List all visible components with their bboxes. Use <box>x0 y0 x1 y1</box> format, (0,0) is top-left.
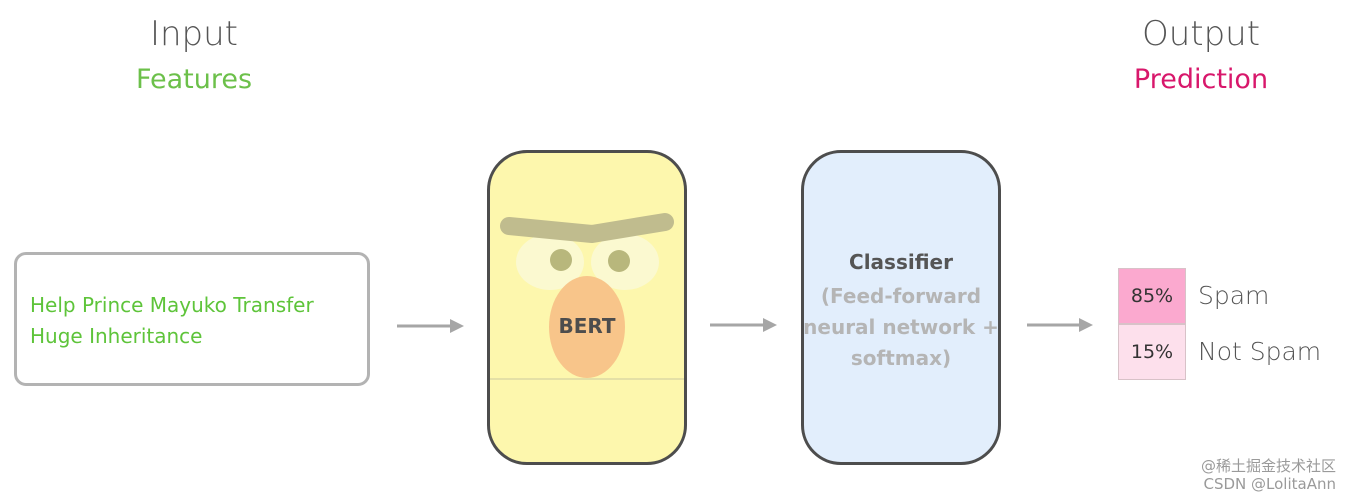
prediction-subheading: Prediction <box>1133 64 1269 95</box>
input-text-box <box>14 252 370 386</box>
not-spam-label: Not Spam <box>1198 337 1322 366</box>
classifier-subtitle-line-1: (Feed-forward <box>820 284 982 308</box>
classifier-box <box>801 150 1001 465</box>
watermark-line-1: @稀土掘金技术社区 <box>1200 457 1336 475</box>
input-text-line-1: Help Prince Mayuko Transfer <box>30 293 314 317</box>
bert-face-icon <box>490 213 684 380</box>
classifier-subtitle: (Feed-forward neural network + softmax) <box>801 281 1001 374</box>
unibrow <box>500 213 674 243</box>
watermark: @稀土掘金技术社区 CSDN @LolitaAnn <box>1201 457 1336 493</box>
right-pupil <box>608 250 630 272</box>
output-heading: Output <box>1141 14 1261 54</box>
input-heading: Input <box>149 14 239 54</box>
spam-label: Spam <box>1198 281 1270 310</box>
input-text: Help Prince Mayuko Transfer Huge Inherit… <box>30 290 370 352</box>
left-eye-white <box>516 234 584 290</box>
classifier-subtitle-line-2: neural network + <box>803 315 999 339</box>
arrow-bert-to-classifier <box>710 318 777 332</box>
features-subheading: Features <box>135 64 253 95</box>
arrow-classifier-to-output <box>1027 318 1093 332</box>
arrow-input-to-bert <box>397 319 464 333</box>
classifier-title: Classifier <box>849 250 953 274</box>
not-spam-probability-cell: 15% <box>1118 324 1186 380</box>
classifier-subtitle-line-3: softmax) <box>850 346 952 370</box>
left-pupil <box>550 249 572 271</box>
nose <box>549 276 625 378</box>
watermark-line-2: CSDN @LolitaAnn <box>1203 475 1337 493</box>
bert-box <box>487 150 687 465</box>
input-text-line-2: Huge Inheritance <box>30 324 203 348</box>
spam-probability-cell: 85% <box>1118 268 1186 324</box>
bert-label: BERT <box>558 314 616 338</box>
